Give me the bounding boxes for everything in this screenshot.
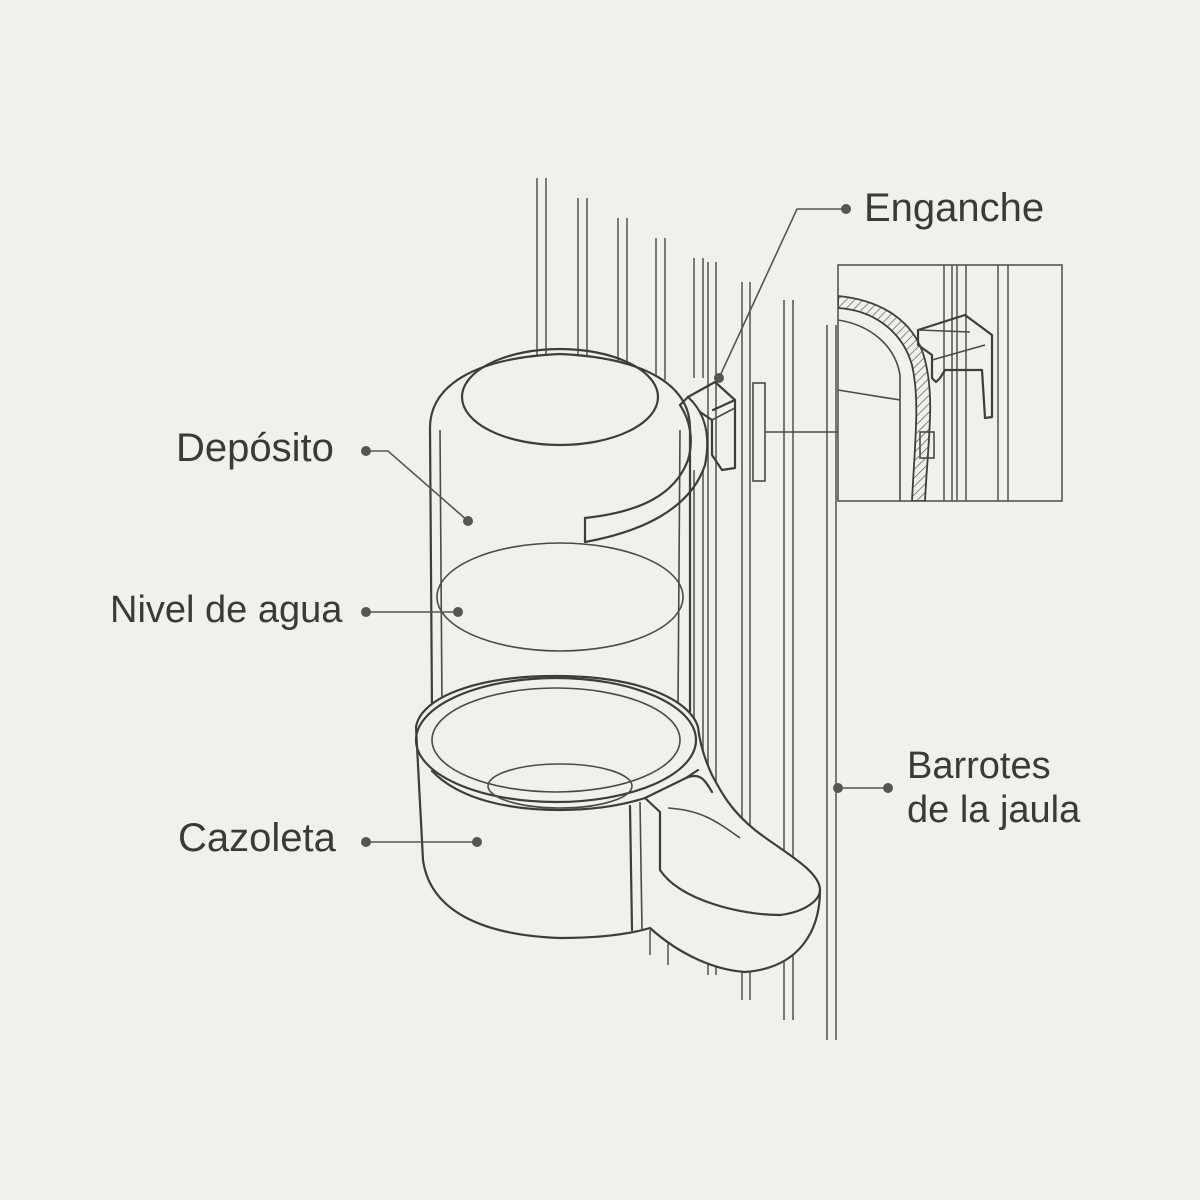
label-barrotes-line1: Barrotes [907, 745, 1051, 787]
label-cazoleta: Cazoleta [178, 816, 336, 860]
reservoir [428, 347, 692, 713]
leader-lines [361, 204, 893, 847]
label-nivel-de-agua: Nivel de agua [110, 589, 343, 631]
mount-plate [752, 382, 766, 482]
label-barrotes-line2: de la jaula [907, 789, 1081, 831]
base-cup [414, 674, 822, 974]
water-level-line [436, 542, 684, 652]
label-enganche: Enganche [864, 186, 1045, 230]
inset-detail [837, 264, 1063, 502]
label-deposito: Depósito [176, 426, 334, 470]
hook [583, 380, 737, 544]
reservoir-cap [460, 347, 660, 447]
